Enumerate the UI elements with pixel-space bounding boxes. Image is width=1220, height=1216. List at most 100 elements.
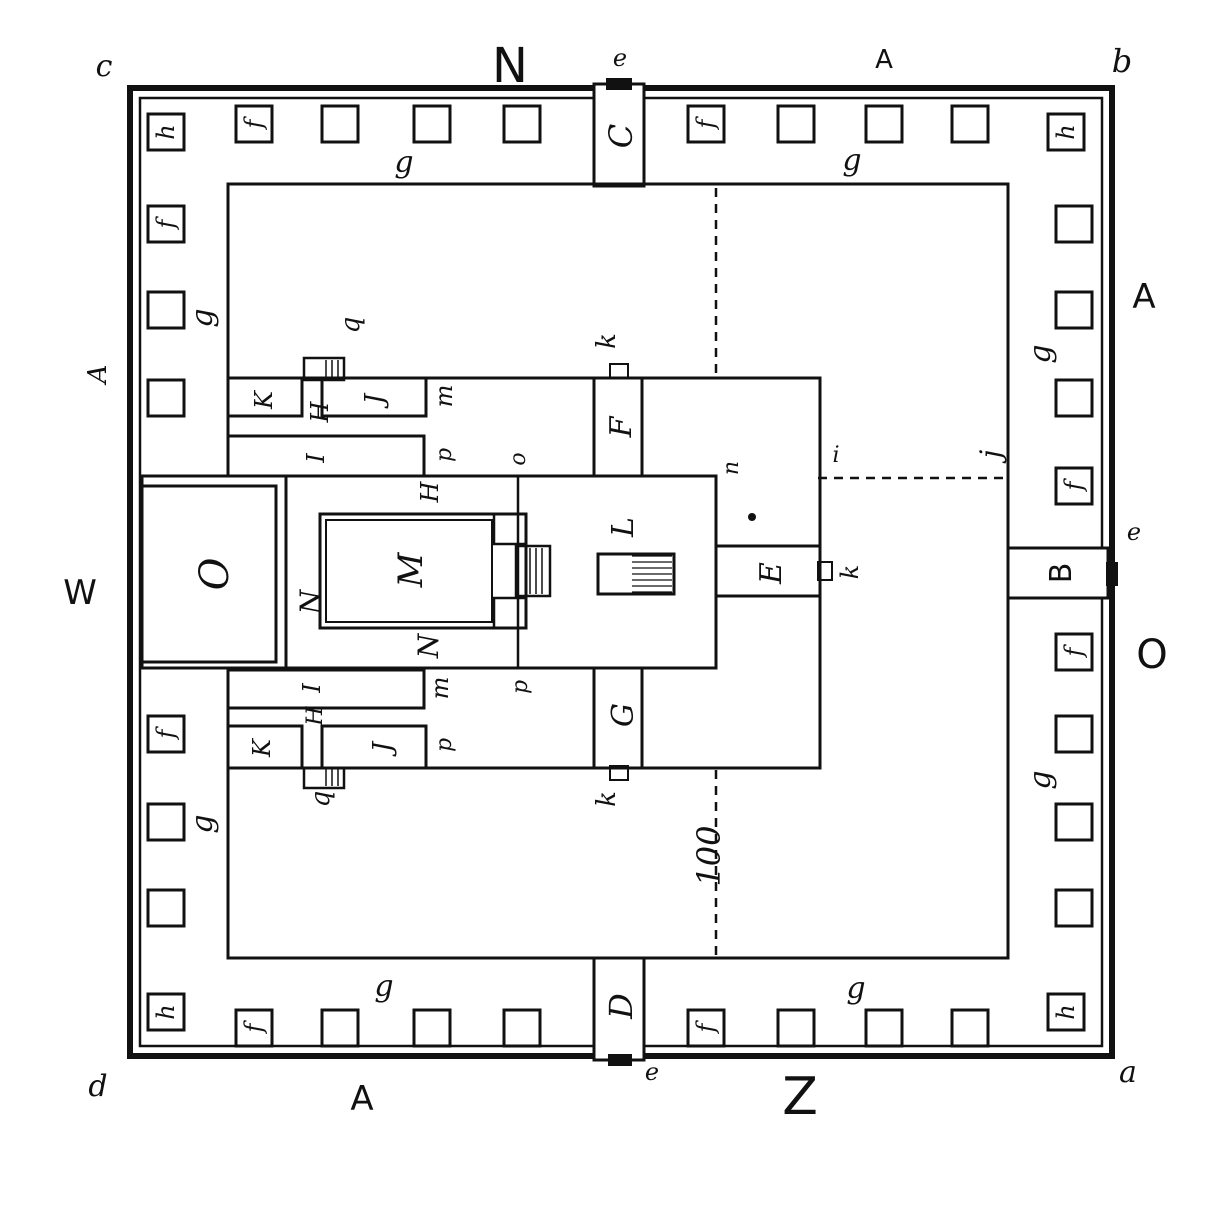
court-label-g-sw: g [374, 969, 393, 1004]
label-k-bottom: k [592, 791, 622, 807]
chamber-top-8 [950, 104, 990, 144]
chamber-right-4 [1054, 466, 1094, 506]
chamber-bottom-6 [776, 1008, 816, 1048]
compass-south: Z [782, 1067, 818, 1127]
label-i-north: I [302, 453, 330, 464]
court-label-g-east-top: g [1023, 344, 1058, 363]
chamber-bottom-3 [412, 1008, 452, 1048]
steps-m-lines [529, 548, 543, 594]
gate-north [592, 78, 646, 188]
label-g-inner: G [606, 703, 641, 727]
edge-label-left: A [83, 365, 113, 386]
label-q-south: q [306, 791, 336, 808]
gate-stub-north [606, 78, 632, 90]
stub-k-north [609, 363, 629, 379]
label-m: M [391, 551, 431, 588]
gate-mark-east: e [1127, 518, 1141, 546]
gate-mark-north: e [613, 44, 627, 72]
label-p-north: p [432, 448, 457, 462]
label-i-south: I [298, 683, 326, 694]
label-n-lower: N [412, 632, 445, 659]
steps-m [514, 544, 552, 598]
chamber-left-5 [146, 802, 186, 842]
temple-outline [140, 474, 718, 670]
label-h-2: H [416, 480, 444, 503]
chamber-corner-se [1046, 992, 1086, 1032]
chamber-left-3 [146, 378, 186, 418]
chamber-corner-sw-label: h [152, 1004, 180, 1019]
altar-steps [596, 552, 676, 596]
label-h-1: H [306, 400, 334, 423]
corner-ne: b [1112, 42, 1132, 80]
label-o: O [192, 558, 238, 591]
gate-label-b: B [1044, 563, 1079, 584]
chamber-top-5 [686, 104, 726, 144]
chamber-bottom-8 [950, 1008, 990, 1048]
court-label-g-west-bottom: g [185, 814, 220, 833]
chamber-top-1 [234, 104, 274, 144]
side-chambers-south [226, 668, 428, 790]
compass-east: O [1136, 632, 1167, 678]
sanctuary-m-inner [325, 519, 493, 623]
chamber-bottom-4 [502, 1008, 542, 1048]
chamber-top-6 [776, 104, 816, 144]
chamber-right-1 [1054, 204, 1094, 244]
chamber-corner-nw [146, 112, 186, 152]
chamber-corner-se-label: h [1052, 1004, 1080, 1019]
label-p-south: p [508, 680, 533, 694]
chamber-top-7 [864, 104, 904, 144]
chamber-top-4 [502, 104, 542, 144]
court-label-g-east-bottom: g [1023, 770, 1058, 789]
chamber-left-4 [146, 714, 186, 754]
corner-se: a [1119, 1055, 1137, 1090]
stair-q-north [302, 356, 346, 382]
label-n-upper: N [294, 588, 327, 615]
chamber-right-5 [1054, 632, 1094, 672]
chamber-bottom-1 [234, 1008, 274, 1048]
pillar-north [492, 512, 528, 546]
chamber-corner-nw-label: h [152, 124, 180, 139]
altar-dot [748, 513, 756, 521]
label-f: F [604, 415, 639, 438]
edge-label-top: A [875, 45, 893, 75]
gate-stub-south [608, 1054, 632, 1066]
gate-label-d: D [602, 993, 640, 1020]
court-guide-label-i: i [832, 443, 839, 468]
chamber-right-7 [1054, 802, 1094, 842]
court-measure-label: 100 [690, 825, 728, 886]
stub-k-east [817, 561, 833, 581]
pillar-south [492, 596, 528, 630]
chamber-bottom-5 [686, 1008, 726, 1048]
court-label-g-se: g [846, 971, 865, 1006]
edge-label-bottom: A [350, 1079, 373, 1119]
corner-sw: d [88, 1069, 107, 1104]
court-guide-label-j: j [974, 449, 1007, 464]
chamber-corner-ne [1046, 112, 1086, 152]
compass-north: N [492, 38, 528, 94]
altar-step-lines [632, 555, 672, 593]
label-e: E [754, 562, 789, 585]
court-label-g-nw: g [394, 145, 413, 180]
label-p-south2: p [432, 738, 457, 752]
gate-label-c: C [602, 124, 640, 148]
label-q-north: q [336, 317, 366, 334]
label-l: L [606, 517, 641, 538]
corner-nw: c [96, 49, 113, 84]
chamber-left-2 [146, 290, 186, 330]
gate-east [1006, 546, 1118, 600]
chamber-corner-ne-label: h [1052, 124, 1080, 139]
chamber-top-2 [320, 104, 360, 144]
label-k-top: k [592, 333, 622, 349]
label-k-south: K [248, 737, 276, 758]
label-k-east: k [836, 565, 864, 580]
label-h-3: H [303, 706, 328, 727]
gate-stub-east [1106, 562, 1118, 586]
court-label-g-ne: g [842, 143, 861, 178]
label-m-north: m [430, 385, 458, 408]
chamber-top-3 [412, 104, 452, 144]
court-label-g-west-top: g [185, 308, 220, 327]
chamber-left-6 [146, 888, 186, 928]
chamber-right-3 [1054, 378, 1094, 418]
